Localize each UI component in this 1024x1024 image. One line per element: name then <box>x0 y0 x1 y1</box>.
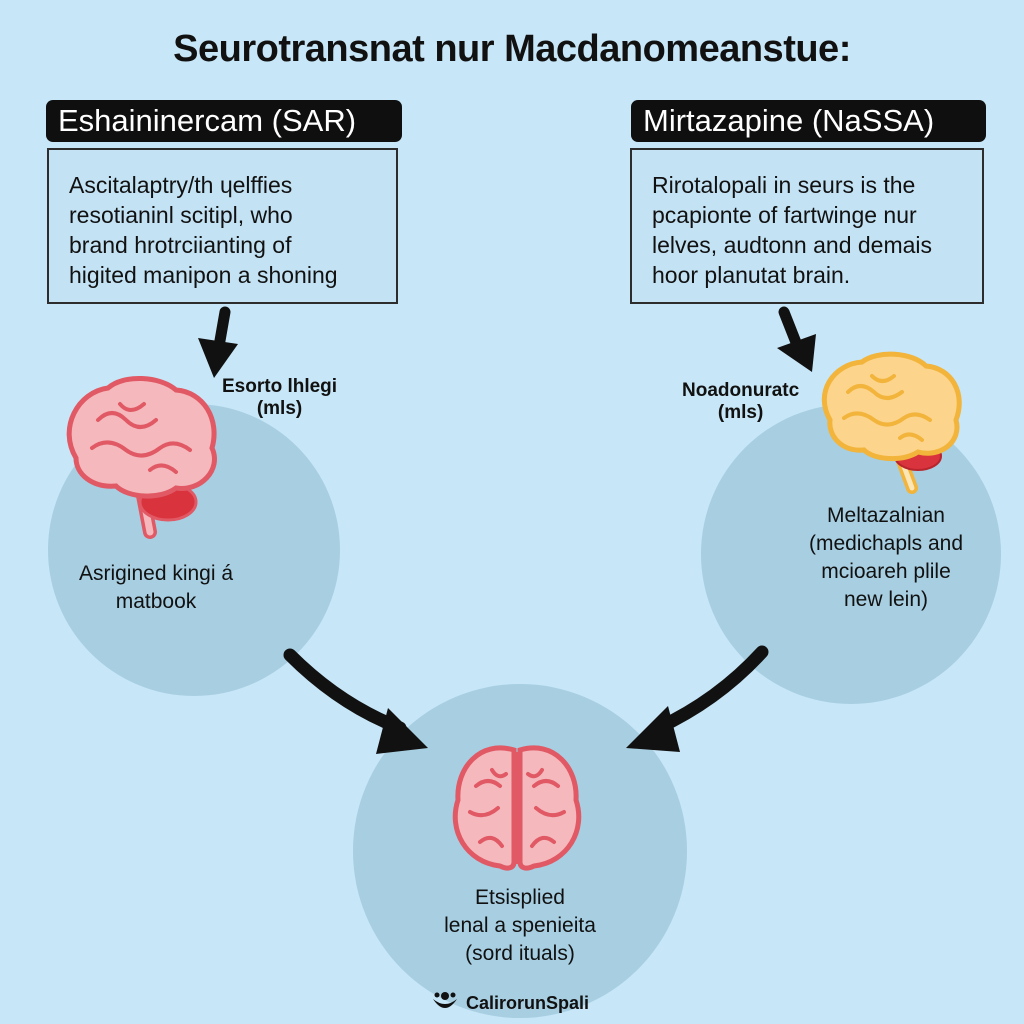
nassa-description-line: lelves, audtonn and demais <box>652 232 933 258</box>
ssri-description-line: brand hrotrciianting of <box>69 232 292 258</box>
nassa-description-line: pcapionte of fartwinge nur <box>652 202 917 228</box>
nassa-tag: Mirtazapine (NaSSA) <box>631 100 986 142</box>
brand-logo: CalirorunSpali <box>430 990 589 1016</box>
nassa-circle-label: Meltazalnian (medichapls and mcioareh pl… <box>808 504 964 611</box>
arrow-curved-icon <box>626 645 769 752</box>
brand-name: CalirorunSpali <box>466 992 590 1013</box>
logo-icon <box>433 992 457 1008</box>
nassa-description-box: Rirotalopali in seurs is the pcapionte o… <box>630 148 984 304</box>
ssri-description-line: higited manipon a shoning <box>69 262 338 288</box>
nassa-side-label: Noadonuratc (mls) <box>682 380 800 423</box>
ssri-description-line: resotianinl scitipl, who <box>69 202 293 228</box>
ssri-circle-label: Asrigined kingi á matbook <box>78 562 234 613</box>
brain-icon <box>66 375 217 539</box>
ssri-side-label: Esorto lhlegi (mls) <box>222 376 338 419</box>
brain-icon <box>452 745 582 871</box>
outcome-circle-label: Etsisplied lenal a spenieita (sord itual… <box>444 886 596 965</box>
page-title: Seurotransnat nur Macdanomeanstue: <box>173 28 851 70</box>
ssri-tag: Eshaininercam (SAR) <box>46 100 402 142</box>
arrow-curved-icon <box>283 648 428 754</box>
nassa-circle <box>701 404 1001 704</box>
nassa-description-line: hoor planutat brain. <box>652 262 851 288</box>
nassa-description-line: Rirotalopali in seurs is the <box>652 172 916 198</box>
arrow-down-icon <box>777 306 816 372</box>
ssri-description-box: Ascitalaptry/th ɥelffies resotianinl sci… <box>47 148 398 304</box>
brain-icon <box>821 351 962 494</box>
ssri-description-line: Ascitalaptry/th ɥelffies <box>69 172 293 198</box>
arrow-down-icon <box>198 306 238 378</box>
